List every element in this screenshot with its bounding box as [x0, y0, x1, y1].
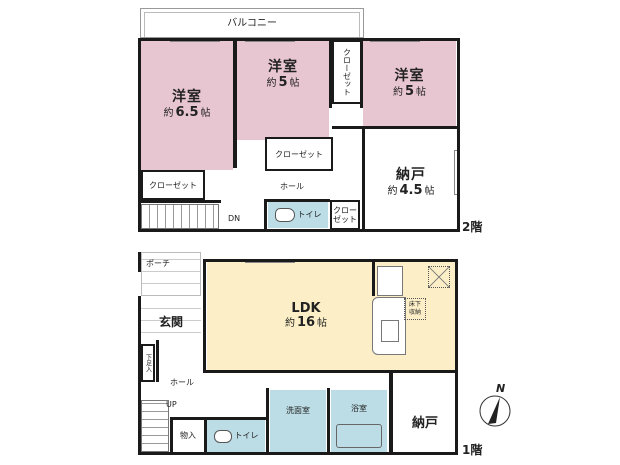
toilet-icon	[274, 208, 295, 222]
hall-label-2f: ホール	[280, 182, 304, 191]
sink	[381, 320, 399, 342]
bathroom: 浴室	[331, 390, 387, 452]
bathtub	[336, 424, 382, 448]
stairs-up-label: UP	[166, 400, 177, 409]
entrance: 玄関	[141, 298, 201, 344]
underfloor-storage: 床下収納	[404, 298, 426, 320]
floor-1-label: 1階	[462, 443, 483, 457]
stairs-1f	[141, 400, 169, 452]
storage-hatch	[428, 266, 450, 288]
balcony: バルコニー	[140, 8, 364, 38]
compass-north-label: N	[496, 382, 506, 395]
nando-1f: 納戸	[394, 390, 456, 452]
hall-label-1f: ホール	[170, 378, 194, 387]
stove	[377, 266, 403, 296]
compass: N	[472, 382, 512, 432]
closet-hall: クローゼット	[330, 200, 360, 230]
balcony-label: バルコニー	[227, 18, 277, 29]
closet-vertical: クローゼット	[332, 40, 362, 104]
closet-room1: クローゼット	[141, 170, 205, 200]
closet-room2: クローゼット	[265, 137, 333, 171]
porch: ポーチ	[141, 252, 201, 296]
floor-2-label: 2階	[462, 220, 483, 234]
compass-icon	[479, 395, 511, 427]
shoe-box: 下足入	[141, 344, 155, 382]
toilet-icon	[213, 429, 232, 443]
toilet-1f: トイレ	[207, 420, 265, 452]
stairs-down-label: DN	[228, 214, 241, 223]
kitchen-counter	[372, 297, 406, 355]
stairs-2f	[141, 204, 219, 229]
toilet-2f: トイレ	[268, 202, 328, 228]
washroom: 洗面室	[270, 390, 326, 452]
storage: 物入	[173, 420, 203, 452]
